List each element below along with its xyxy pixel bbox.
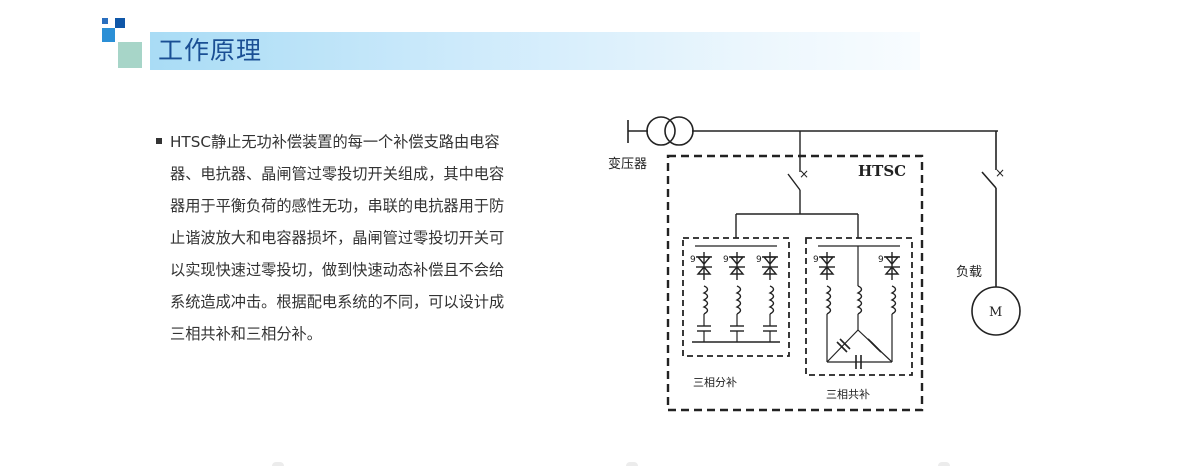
transformer-symbol bbox=[646, 116, 694, 146]
svg-text:9: 9 bbox=[813, 255, 819, 265]
description-line: 器、电抗器、晶闸管过零投切开关组成，其中电容 bbox=[170, 165, 505, 183]
description-line: HTSC静止无功补偿装置的每一个补偿支路由电容 bbox=[156, 126, 586, 158]
motor-icon bbox=[971, 286, 1021, 336]
htsc-switch: × bbox=[787, 131, 809, 214]
description-line: 三相共补和三相分补。 bbox=[170, 325, 322, 343]
description-line: 器用于平衡负荷的感性无功，串联的电抗器用于防 bbox=[170, 197, 505, 215]
motor-label: M bbox=[989, 305, 1002, 320]
svg-text:9: 9 bbox=[723, 255, 729, 265]
bullet-icon bbox=[156, 137, 162, 144]
load-branch: × bbox=[981, 131, 1005, 287]
logo-square-1 bbox=[102, 18, 108, 24]
main-bus bbox=[627, 120, 998, 143]
svg-text:×: × bbox=[995, 166, 1005, 180]
logo-square-3 bbox=[102, 28, 115, 42]
htsc-label: HTSC bbox=[858, 162, 906, 180]
description-line: 系统造成冲击。根据配电系统的不同，可以设计成 bbox=[170, 293, 505, 311]
svg-text:9: 9 bbox=[690, 255, 696, 265]
svg-text:9: 9 bbox=[756, 255, 762, 265]
logo-square-2 bbox=[115, 18, 125, 28]
transformer-label: 变压器 bbox=[608, 156, 647, 172]
svg-text:9: 9 bbox=[878, 255, 884, 265]
htsc-circuit-diagram: 变压器 HTSC × 9 9 9 三相分补 bbox=[608, 116, 1021, 412]
common-branches: 9 9 bbox=[813, 245, 901, 369]
common-compensation-label: 三相共补 bbox=[826, 388, 870, 401]
decorative-mark bbox=[626, 462, 640, 470]
htsc-box bbox=[666, 154, 924, 412]
logo-square-4 bbox=[118, 42, 142, 68]
section-logo bbox=[102, 18, 142, 70]
split-compensation-label: 三相分补 bbox=[693, 376, 737, 389]
split-compensation-box bbox=[682, 237, 790, 357]
section-title: 工作原理 bbox=[158, 36, 263, 65]
decorative-mark bbox=[272, 462, 286, 470]
decorative-mark bbox=[938, 462, 952, 470]
common-compensation-box bbox=[805, 237, 913, 376]
load-label: 负载 bbox=[956, 265, 982, 280]
description-line: 以实现快速过零投切，做到快速动态补偿且不会给 bbox=[170, 261, 505, 279]
svg-text:×: × bbox=[799, 167, 809, 181]
description-line: 止谐波放大和电容器损坏，晶闸管过零投切开关可 bbox=[170, 229, 505, 247]
section-title-bar: 工作原理 bbox=[150, 32, 920, 70]
description-text: HTSC静止无功补偿装置的每一个补偿支路由电容 器、电抗器、晶闸管过零投切开关组… bbox=[156, 126, 586, 350]
split-branches: 9 9 9 bbox=[690, 245, 780, 343]
